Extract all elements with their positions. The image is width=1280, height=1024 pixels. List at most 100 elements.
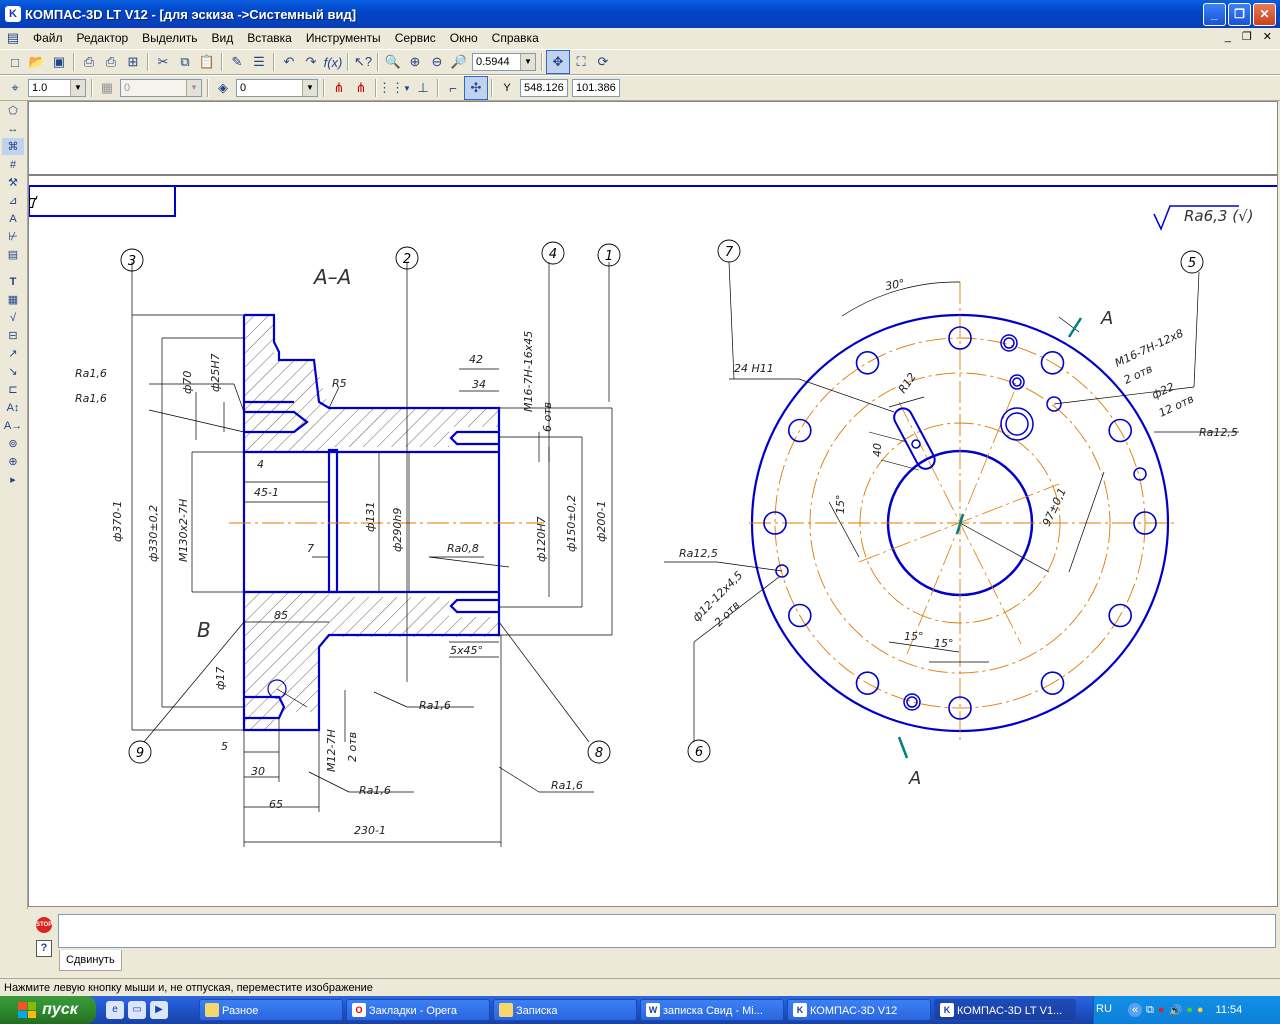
chevron-down-icon[interactable]: ▼ [70,80,85,96]
select-icon[interactable]: A [9,212,17,225]
spec-icon[interactable]: ⊬ [8,231,18,243]
context-help-icon[interactable]: ↖? [353,54,373,69]
menu-service[interactable]: Сервис [394,31,436,45]
coord-x-field[interactable]: 548.126 [520,79,568,97]
antivirus-icon[interactable]: ● [1157,1004,1165,1016]
table-icon[interactable]: ▦ [7,294,19,306]
snap-magnet-icon[interactable]: ⋔ [333,80,345,95]
properties-icon[interactable]: ⊞ [127,54,139,69]
show-all-icon[interactable]: ⛶ [576,54,586,69]
measure-icon[interactable]: ⊿ [8,195,18,207]
zoom-in-icon[interactable]: ⊕ [409,54,421,69]
cut-line-icon[interactable]: A↕ [6,401,20,414]
help-icon[interactable]: ? [36,940,52,957]
section-hatch [244,315,499,730]
command-input[interactable] [58,914,1276,948]
function-icon[interactable]: f(x) [323,54,343,70]
save-icon[interactable]: ▣ [52,54,66,69]
format-brush-icon[interactable]: ✎ [231,54,243,69]
start-button[interactable]: пуск [0,996,96,1024]
menu-tools[interactable]: Инструменты [305,31,381,45]
tab-pan[interactable]: Сдвинуть [59,950,122,971]
stop-icon[interactable]: STOP [36,917,52,933]
detail-view-icon[interactable]: ⊚ [8,438,18,450]
dimensions-icon[interactable]: ↔ [7,122,19,135]
cut-icon[interactable]: ✂ [157,54,169,69]
expand-arrow-icon[interactable]: ▶ [10,476,16,484]
task-zapiska[interactable]: Записка [493,999,637,1021]
menu-edit[interactable]: Редактор [76,31,129,45]
view-arrow-icon[interactable]: A→ [3,419,23,432]
redo-icon[interactable]: ↷ [305,54,317,69]
close-button[interactable]: ✕ [1253,3,1276,26]
paste-icon[interactable]: 📋 [198,54,216,69]
mdi-controls[interactable]: _ ❐ ✕ [1224,31,1276,43]
print-icon[interactable]: ⎙ [105,54,117,69]
desktop-icon[interactable]: ▭ [128,1001,146,1019]
zoom-combo[interactable]: 0.5944 ▼ [472,53,536,71]
restore-button[interactable]: ❐ [1228,3,1251,26]
list-icon[interactable]: ☰ [253,54,265,69]
snap-settings-icon[interactable]: ⋔ [355,80,367,95]
network-icon[interactable]: ⧉ [1146,1003,1154,1016]
zoom-scale-icon[interactable]: 🔎 [450,54,468,69]
geometry-icon[interactable]: ⬠ [8,105,18,117]
parametrize-icon[interactable]: ⚒ [8,177,18,189]
roughness-icon[interactable]: √ [9,311,17,324]
language-indicator[interactable]: RU [1096,1003,1112,1015]
ra16-label-3: Ra1,6 [419,699,451,712]
leader-icon[interactable]: ↗ [8,348,18,360]
layers-icon[interactable]: ◈ [218,80,228,95]
menu-view[interactable]: Вид [211,31,234,45]
print-preview-icon[interactable]: ⎙ [83,54,95,69]
chevron-down-icon[interactable]: ▼ [302,80,317,96]
coord-y-field[interactable]: 101.386 [572,79,620,97]
open-folder-icon[interactable]: 📂 [28,54,46,69]
grid-icon[interactable]: ⋮⋮ [378,80,404,95]
media-icon[interactable]: ▶ [150,1001,168,1019]
tray-arrow-icon[interactable]: « [1128,1003,1142,1017]
minimize-button[interactable]: _ [1203,3,1226,26]
local-cs-icon[interactable]: ⌖ [11,80,19,95]
zoom-window-icon[interactable]: 🔍 [384,54,402,69]
pan-icon[interactable]: ✥ [546,50,570,74]
menu-help[interactable]: Справка [491,31,539,45]
task-raznoe[interactable]: Разное [199,999,343,1021]
base-icon[interactable]: ⊟ [8,330,18,342]
notation-icon[interactable]: ⌘ [2,138,24,155]
drawing-canvas[interactable]: ДП ТОМ ДВ 454XX 00 Ra6,3 (√) А–А [28,101,1278,907]
snap-active-icon[interactable]: ✣ [464,76,488,100]
ortho-icon[interactable]: ⌐ [449,80,457,96]
security-icon[interactable]: ● [1196,1004,1204,1016]
copy-icon[interactable]: ⧉ [180,54,190,69]
local-axes-icon[interactable]: ⊥ [417,80,429,95]
undo-icon[interactable]: ↶ [283,54,295,69]
update-icon[interactable]: ● [1186,1004,1193,1016]
menu-insert[interactable]: Вставка [247,31,292,45]
menu-select[interactable]: Выделить [142,31,198,45]
volume-icon[interactable]: 🔊 [1168,1004,1183,1017]
edit-icon[interactable]: # [9,158,17,171]
tolerance-icon[interactable]: ⊏ [8,384,18,396]
refresh-icon[interactable]: ⟳ [597,54,609,69]
menu-window[interactable]: Окно [449,31,478,45]
layer-combo[interactable]: 0 ▼ [236,79,318,97]
text-icon[interactable]: T [9,275,17,288]
general-roughness: Ra6,3 (√) [1153,205,1254,231]
chevron-down-icon[interactable]: ▼ [520,54,535,70]
axis-icon[interactable]: ⊕ [8,456,18,468]
new-document-icon[interactable]: □ [11,54,19,70]
menu-file[interactable]: Файл [33,31,63,45]
line-scale-combo[interactable]: 1.0 ▼ [28,79,86,97]
chevron-down-icon[interactable]: ▼ [403,83,411,93]
position-leader-icon[interactable]: ↘ [8,366,18,378]
drawing-svg[interactable]: ДП ТОМ ДВ 454XX 00 Ra6,3 (√) А–А [29,102,1278,907]
zoom-out-icon[interactable]: ⊖ [431,54,443,69]
report-icon[interactable]: ▤ [7,249,19,261]
ie-icon[interactable]: e [106,1001,124,1019]
